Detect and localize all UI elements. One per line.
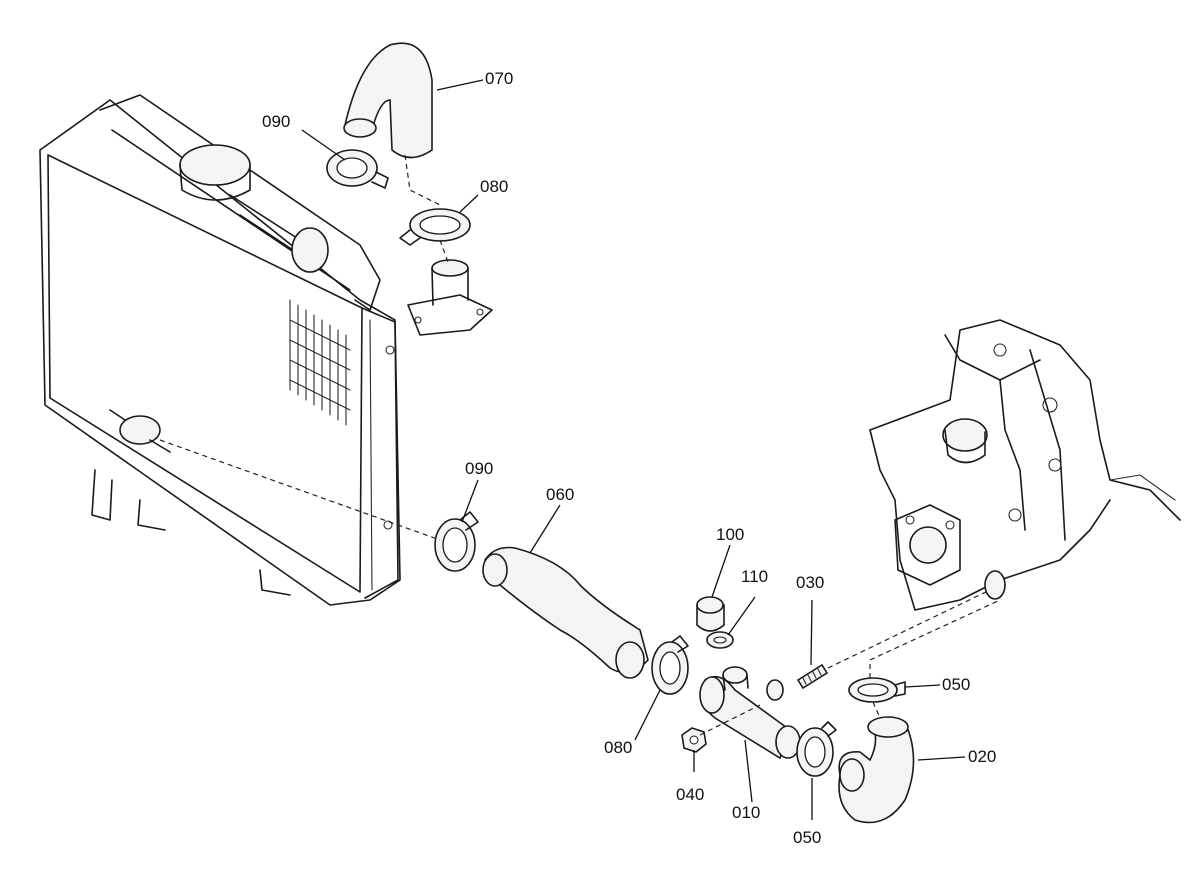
hose-clamp-090-middle (434, 511, 479, 572)
label-090-middle: 090 (465, 459, 493, 478)
label-020: 020 (968, 747, 996, 766)
label-030: 030 (796, 573, 824, 592)
label-010: 010 (732, 803, 760, 822)
hose-clamp-090-top (326, 149, 389, 189)
label-070: 070 (485, 69, 513, 88)
lower-hose-060 (482, 546, 649, 679)
label-090-top: 090 (262, 112, 290, 131)
thermostat-housing (407, 259, 493, 336)
hose-clamp-080-top (399, 208, 471, 246)
radiator-assembly (39, 94, 401, 606)
hose-clamp-080-bottom (651, 635, 689, 695)
hose-clamp-050-bottom (796, 721, 837, 777)
water-pipe-010 (699, 666, 801, 760)
hose-clamp-050-right (848, 677, 906, 703)
leader-lines (301, 79, 966, 820)
stud-bolt-030 (796, 663, 829, 690)
elbow-hose-020 (838, 716, 915, 824)
label-050-bottom: 050 (793, 828, 821, 847)
label-080-top: 080 (480, 177, 508, 196)
radiator-cap (179, 144, 251, 201)
upper-hose-070 (343, 42, 433, 159)
label-080-bottom: 080 (604, 738, 632, 757)
cap-100 (696, 596, 725, 632)
water-pump-housing (869, 319, 1181, 611)
nut-040 (681, 727, 707, 753)
label-060: 060 (546, 485, 574, 504)
label-050-right: 050 (942, 675, 970, 694)
label-040: 040 (676, 785, 704, 804)
label-110: 110 (741, 567, 768, 586)
label-100: 100 (716, 525, 744, 544)
gasket-110 (706, 631, 734, 649)
radiator-core-fins (289, 299, 351, 426)
